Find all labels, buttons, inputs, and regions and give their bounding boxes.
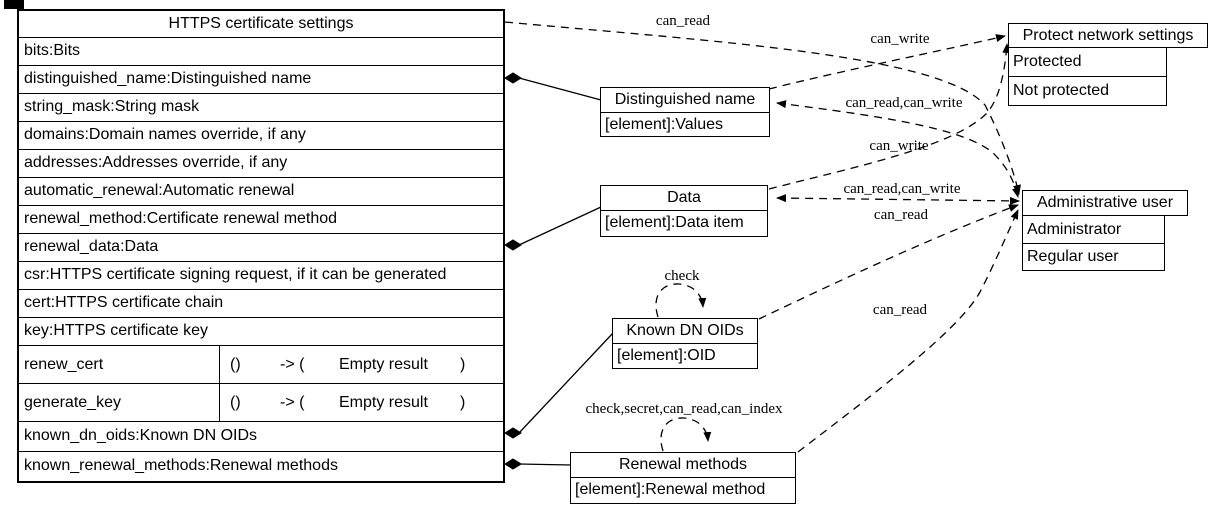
method-arrow: -> ( (280, 394, 305, 411)
edge-label-can-read-renewal: can_read (872, 302, 928, 318)
method-close-paren: ) (460, 394, 466, 411)
box-value-row: Administrator (1022, 215, 1165, 244)
edge-label-can-read-settings: can_read (655, 13, 711, 29)
aggregation-diamond-renewal-methods (504, 458, 522, 470)
https-certificate-settings-table: HTTPS certificate settings bits:Bits dis… (17, 9, 505, 483)
box-element-row: [element]:Data item (600, 210, 768, 237)
box-value-row: Not protected (1008, 76, 1167, 106)
table-row-renewal-method: renewal_method:Certificate renewal metho… (19, 205, 503, 233)
box-title: Data (600, 185, 768, 211)
distinguished-name-box: Distinguished name [element]:Values (600, 87, 770, 137)
table-method-generate-key: generate_key () -> ( Empty result ) (19, 383, 503, 421)
box-element-row: [element]:OID (612, 343, 758, 369)
link-renewal-methods (518, 463, 572, 466)
link-known-dn-oids (518, 332, 614, 434)
edge-oids-can-read-admin (758, 204, 1019, 320)
edge-label-can-write-data: can_write (869, 138, 929, 154)
renewal-methods-box: Renewal methods [element]:Renewal method (570, 452, 796, 504)
method-result: Empty result (339, 394, 428, 411)
edge-label-can-write-dn: can_write (870, 31, 930, 47)
box-element-row: [element]:Values (600, 112, 770, 137)
edge-settings-can-read-admin (504, 21, 1021, 195)
method-args: () (230, 394, 241, 411)
table-row-known-renewal-methods: known_renewal_methods:Renewal methods (19, 451, 503, 481)
edge-dn-can-read-write-admin (776, 100, 1020, 198)
edge-label-can-read-write-dn: can_read,can_write (845, 95, 963, 111)
method-name: renew_cert (19, 346, 220, 383)
table-method-renew-cert: renew_cert () -> ( Empty result ) (19, 345, 503, 383)
self-loop-check-renewal (660, 417, 712, 452)
method-args: () (230, 356, 241, 373)
edge-label-can-read-oids: can_read (873, 207, 929, 223)
edge-label-check-oids: check (664, 268, 700, 284)
link-distinguished-name (518, 77, 602, 101)
box-title: Distinguished name (600, 87, 770, 113)
method-name: generate_key (19, 384, 220, 421)
data-box: Data [element]:Data item (600, 185, 768, 237)
box-title: Renewal methods (570, 452, 796, 478)
box-title: Protect network settings (1008, 23, 1208, 48)
aggregation-diamond-distinguished-name (504, 72, 522, 84)
administrative-user-box: Administrative user Administrator Regula… (1022, 190, 1188, 271)
corner-mark (4, 0, 24, 9)
aggregation-diamond-known-dn-oids (504, 427, 522, 439)
edge-data-can-write-protect (768, 43, 1011, 190)
method-result: Empty result (339, 356, 428, 373)
box-value-row: Regular user (1022, 243, 1165, 271)
method-signature: () -> ( Empty result ) (220, 346, 503, 383)
table-row-renewal-data: renewal_data:Data (19, 233, 503, 261)
box-title: Known DN OIDs (612, 318, 758, 344)
table-row-distinguished-name: distinguished_name:Distinguished name (19, 65, 503, 93)
table-row-bits: bits:Bits (19, 37, 503, 65)
method-arrow: -> ( (280, 356, 305, 373)
table-row-key: key:HTTPS certificate key (19, 317, 503, 345)
edge-label-can-read-write-data: can_read,can_write (843, 181, 961, 197)
edge-renewal-can-read-admin (797, 209, 1019, 453)
table-row-domains: domains:Domain names override, if any (19, 121, 503, 149)
method-signature: () -> ( Empty result ) (220, 384, 503, 421)
table-row-automatic-renewal: automatic_renewal:Automatic renewal (19, 177, 503, 205)
table-row-addresses: addresses:Addresses override, if any (19, 149, 503, 177)
table-row-known-dn-oids: known_dn_oids:Known DN OIDs (19, 421, 503, 451)
method-close-paren: ) (460, 356, 466, 373)
box-value-row: Protected (1008, 47, 1167, 77)
protect-network-settings-box: Protect network settings Protected Not p… (1008, 23, 1208, 106)
edge-data-can-read-write-admin (776, 194, 1020, 205)
aggregation-diamond-renewal-data (504, 239, 522, 251)
box-title: Administrative user (1022, 190, 1188, 216)
self-loop-check-oids (655, 283, 707, 318)
edge-dn-can-write-protect (768, 34, 1006, 90)
table-row-csr: csr:HTTPS certificate signing request, i… (19, 261, 503, 289)
link-renewal-data (518, 206, 602, 246)
edge-label-check-secret-renewal: check,secret,can_read,can_index (585, 401, 783, 417)
table-row-string-mask: string_mask:String mask (19, 93, 503, 121)
table-title: HTTPS certificate settings (168, 15, 354, 32)
known-dn-oids-box: Known DN OIDs [element]:OID (612, 318, 758, 369)
table-row-cert: cert:HTTPS certificate chain (19, 289, 503, 317)
box-element-row: [element]:Renewal method (570, 477, 796, 504)
